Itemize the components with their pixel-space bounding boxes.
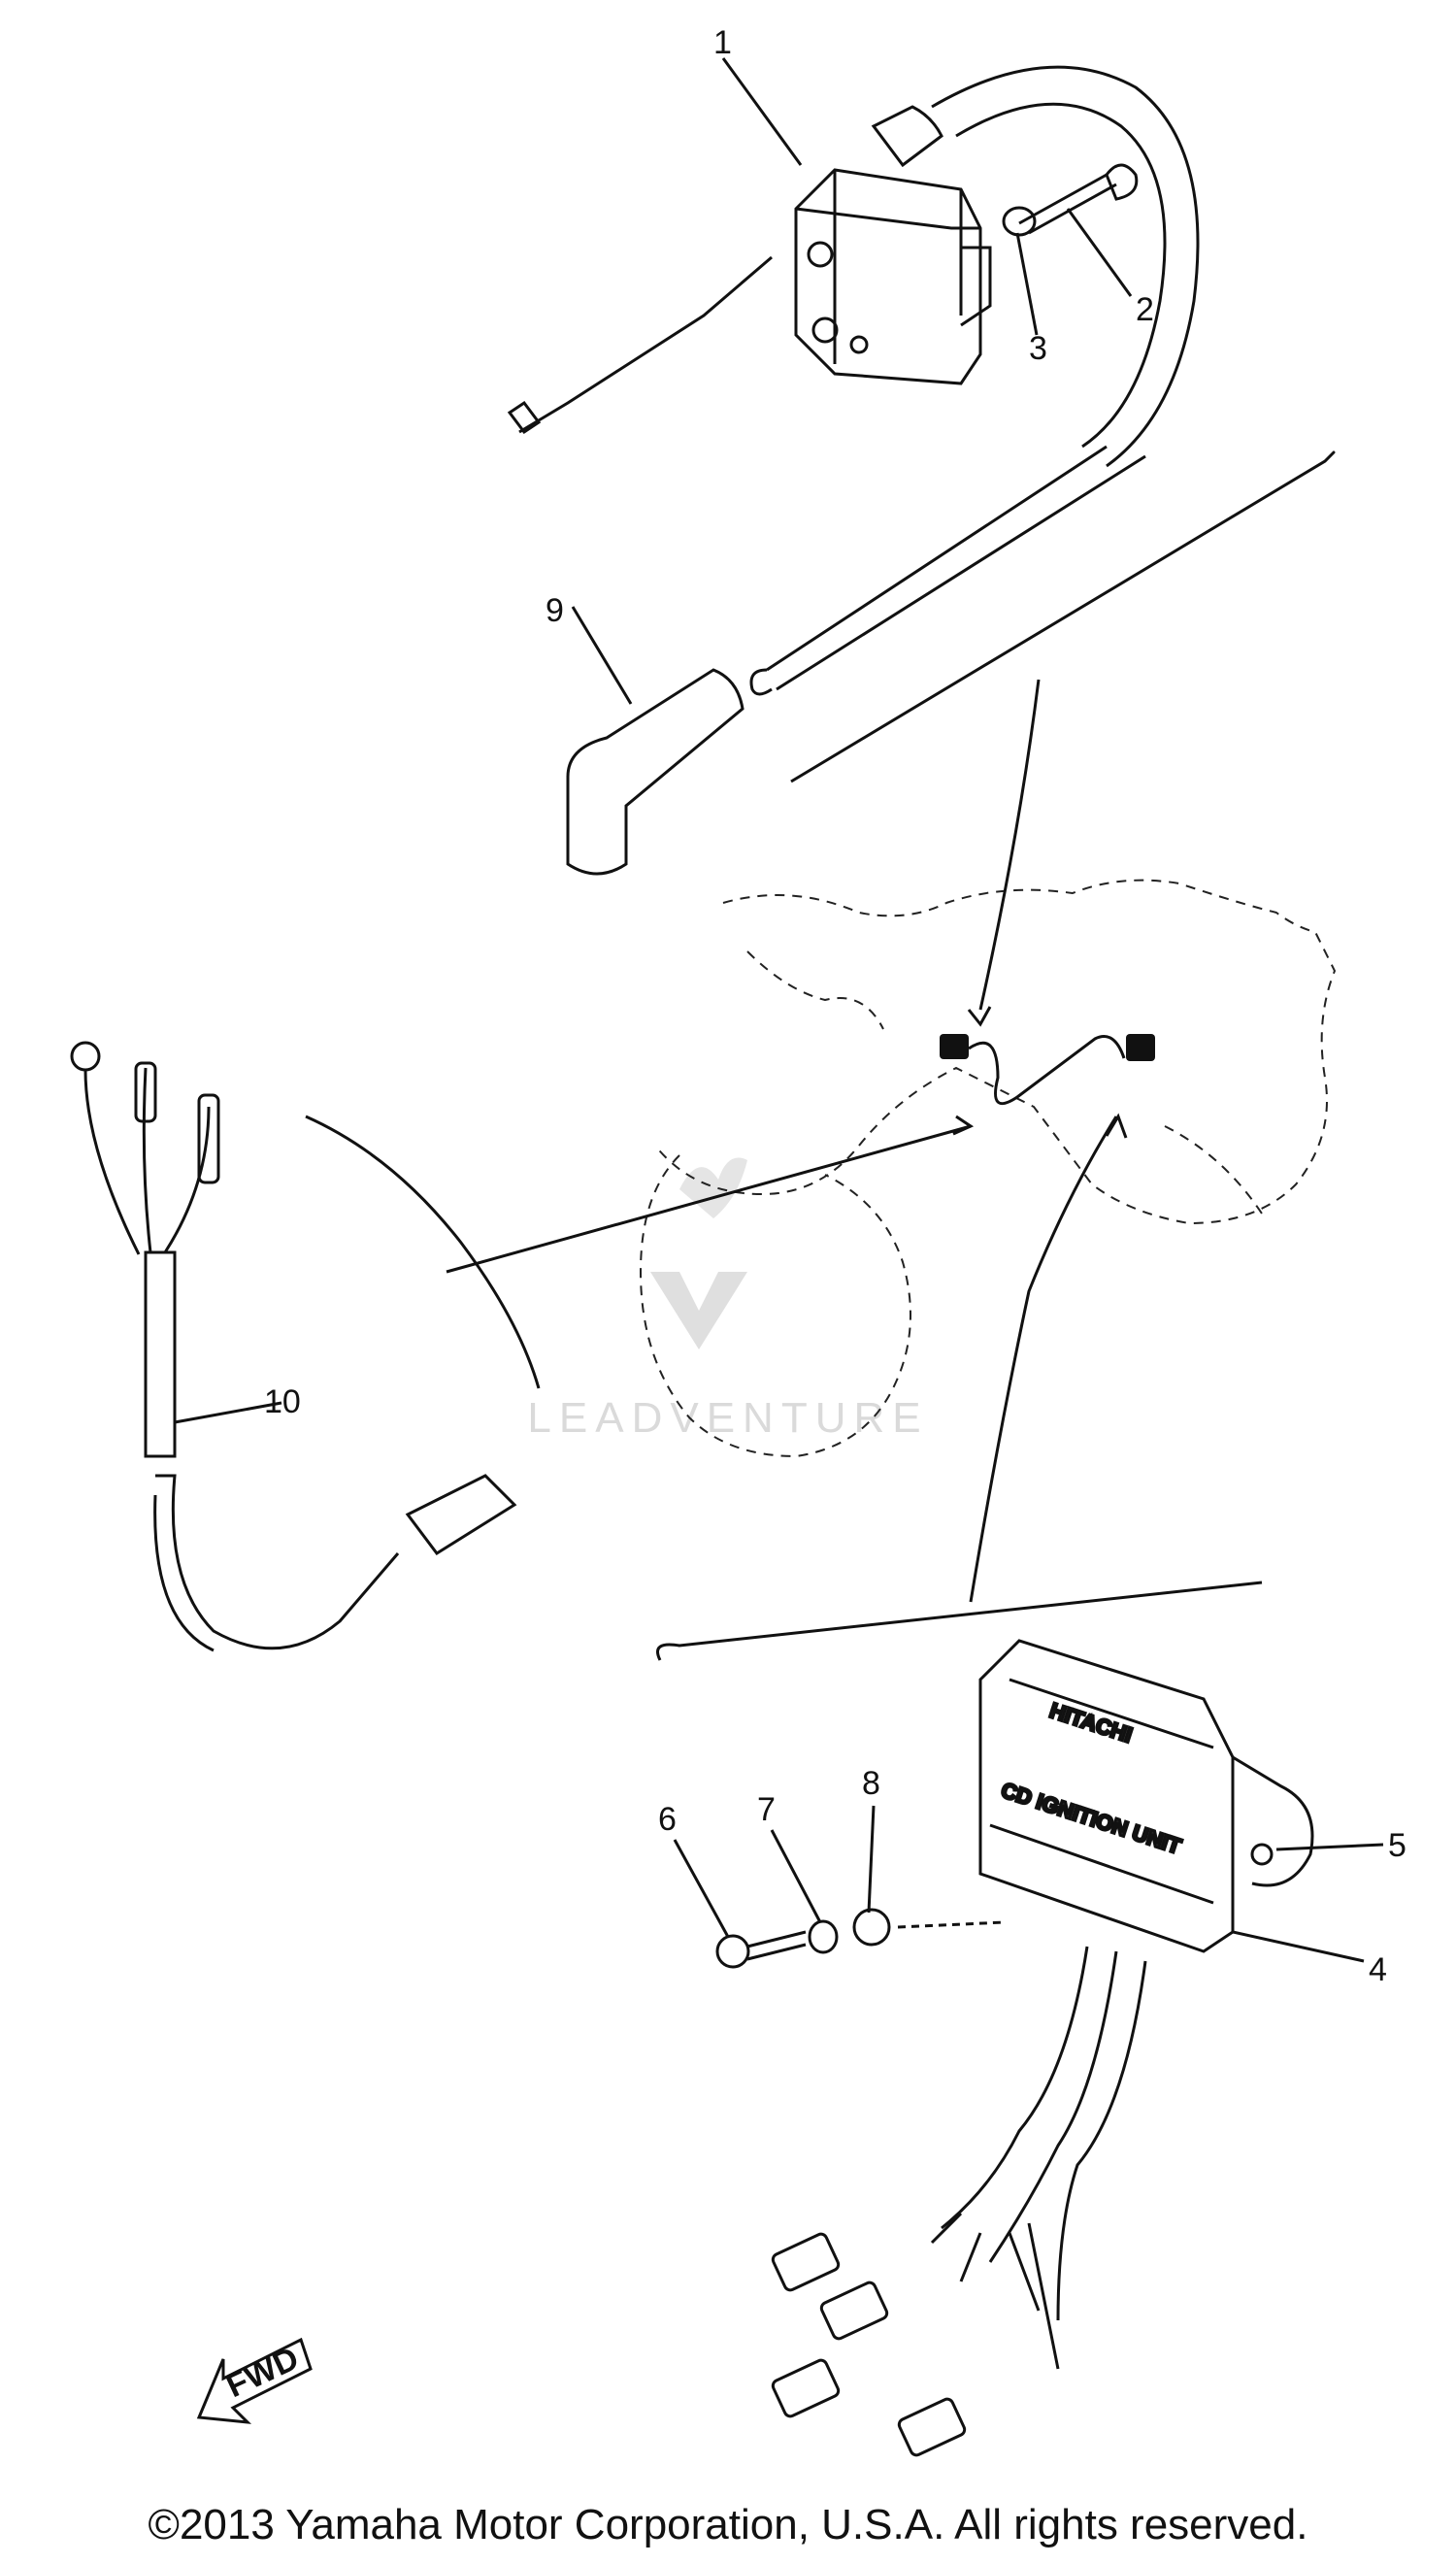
cdi-unit: CD IGNITION UNIT HITACHI (978, 1639, 1314, 1953)
copyright-notice: ©2013 Yamaha Motor Corporation, U.S.A. A… (148, 2501, 1308, 2548)
fwd-arrow: FWD (196, 2337, 313, 2424)
fwd-label: FWD (220, 2340, 304, 2405)
high-tension-cord (749, 65, 1200, 696)
leader-arrows (446, 679, 1128, 1603)
cord-bracket-line (790, 450, 1336, 783)
motorcycle-outline (639, 879, 1337, 1458)
coil-washer (1002, 206, 1037, 237)
watermark: LEADVENTURE (527, 1157, 928, 1442)
cdi-connectors (771, 2232, 967, 2457)
callout-4: 4 (1369, 1951, 1387, 1988)
callout-labels: 1 2 3 4 5 6 7 8 9 10 (264, 24, 1406, 1988)
harness-link (968, 1035, 1126, 1106)
fwd-arrow-icon (196, 2337, 313, 2424)
callout-2: 2 (1136, 291, 1154, 328)
spark-plug-cap (566, 668, 745, 876)
callout-8: 8 (862, 1765, 880, 1802)
callout-9: 9 (546, 592, 564, 629)
callout-10: 10 (264, 1383, 301, 1420)
cdi-wiring (930, 1946, 1147, 2370)
wire-harness (70, 1041, 541, 1652)
callout-5: 5 (1388, 1827, 1406, 1864)
callout-6: 6 (658, 1801, 677, 1838)
callout-7: 7 (757, 1791, 776, 1828)
watermark-text: LEADVENTURE (527, 1394, 928, 1442)
ignition-coil (507, 105, 992, 435)
cdi-unit-label: CD IGNITION UNIT (998, 1778, 1184, 1859)
connector-blocks (940, 1034, 1155, 1061)
callout-1: 1 (713, 24, 732, 61)
cdi-fasteners (715, 1908, 1006, 1969)
callout-3: 3 (1029, 330, 1047, 367)
callout-leaders (174, 57, 1384, 1963)
cdi-bracket-line (656, 1581, 1263, 1661)
